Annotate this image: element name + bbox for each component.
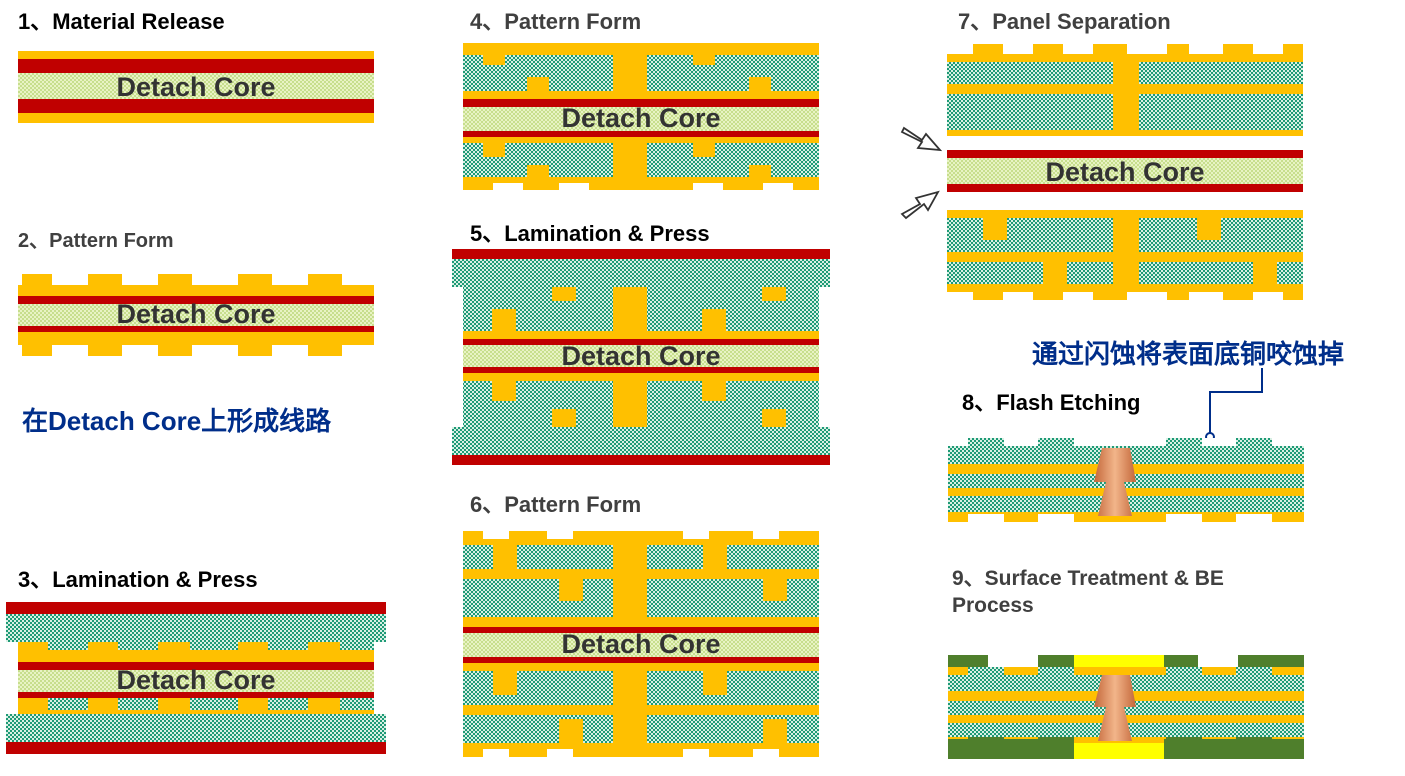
core-label: Detach Core — [116, 665, 275, 695]
step-1-title: 1、Material Release — [18, 9, 225, 34]
step-2-diagram: Detach Core — [18, 274, 374, 356]
core-label: Detach Core — [116, 72, 275, 102]
step-5-diagram: Detach Core — [452, 249, 830, 465]
step-1-diagram: Detach Core — [18, 51, 374, 123]
arrow-icon — [900, 126, 943, 220]
core-label: Detach Core — [116, 299, 275, 329]
core-label: Detach Core — [561, 103, 720, 133]
step-6-diagram: Detach Core — [463, 531, 819, 757]
step-8-title: 8、Flash Etching — [962, 390, 1141, 415]
step-6-title: 6、Pattern Form — [470, 492, 642, 517]
step-4-diagram: Detach Core — [463, 43, 819, 190]
step-4-title: 4、Pattern Form — [470, 9, 642, 34]
step-8-diagram — [948, 368, 1306, 522]
core-label: Detach Core — [561, 341, 720, 371]
step-9-diagram — [948, 655, 1304, 759]
step-9-title: 9、Surface Treatment & BE — [952, 567, 1224, 590]
step-9-title-line2: Process — [952, 594, 1034, 617]
note-flash-etch: 通过闪蚀将表面底铜咬蚀掉 — [1032, 339, 1345, 369]
step-3-title: 3、Lamination & Press — [18, 567, 258, 592]
step-5-title: 5、Lamination & Press — [470, 221, 710, 246]
core-label: Detach Core — [561, 629, 720, 659]
via-plug — [1094, 675, 1136, 741]
step-3-diagram: Detach Core — [6, 602, 386, 754]
step-7-title: 7、Panel Separation — [958, 9, 1171, 34]
core-label: Detach Core — [1045, 157, 1204, 187]
via-plug — [1094, 448, 1136, 516]
step-7-diagram: Detach Core — [900, 44, 1303, 300]
step-2-title: 2、Pattern Form — [18, 230, 174, 252]
note-circuit-on-core: 在Detach Core上形成线路 — [22, 406, 332, 436]
